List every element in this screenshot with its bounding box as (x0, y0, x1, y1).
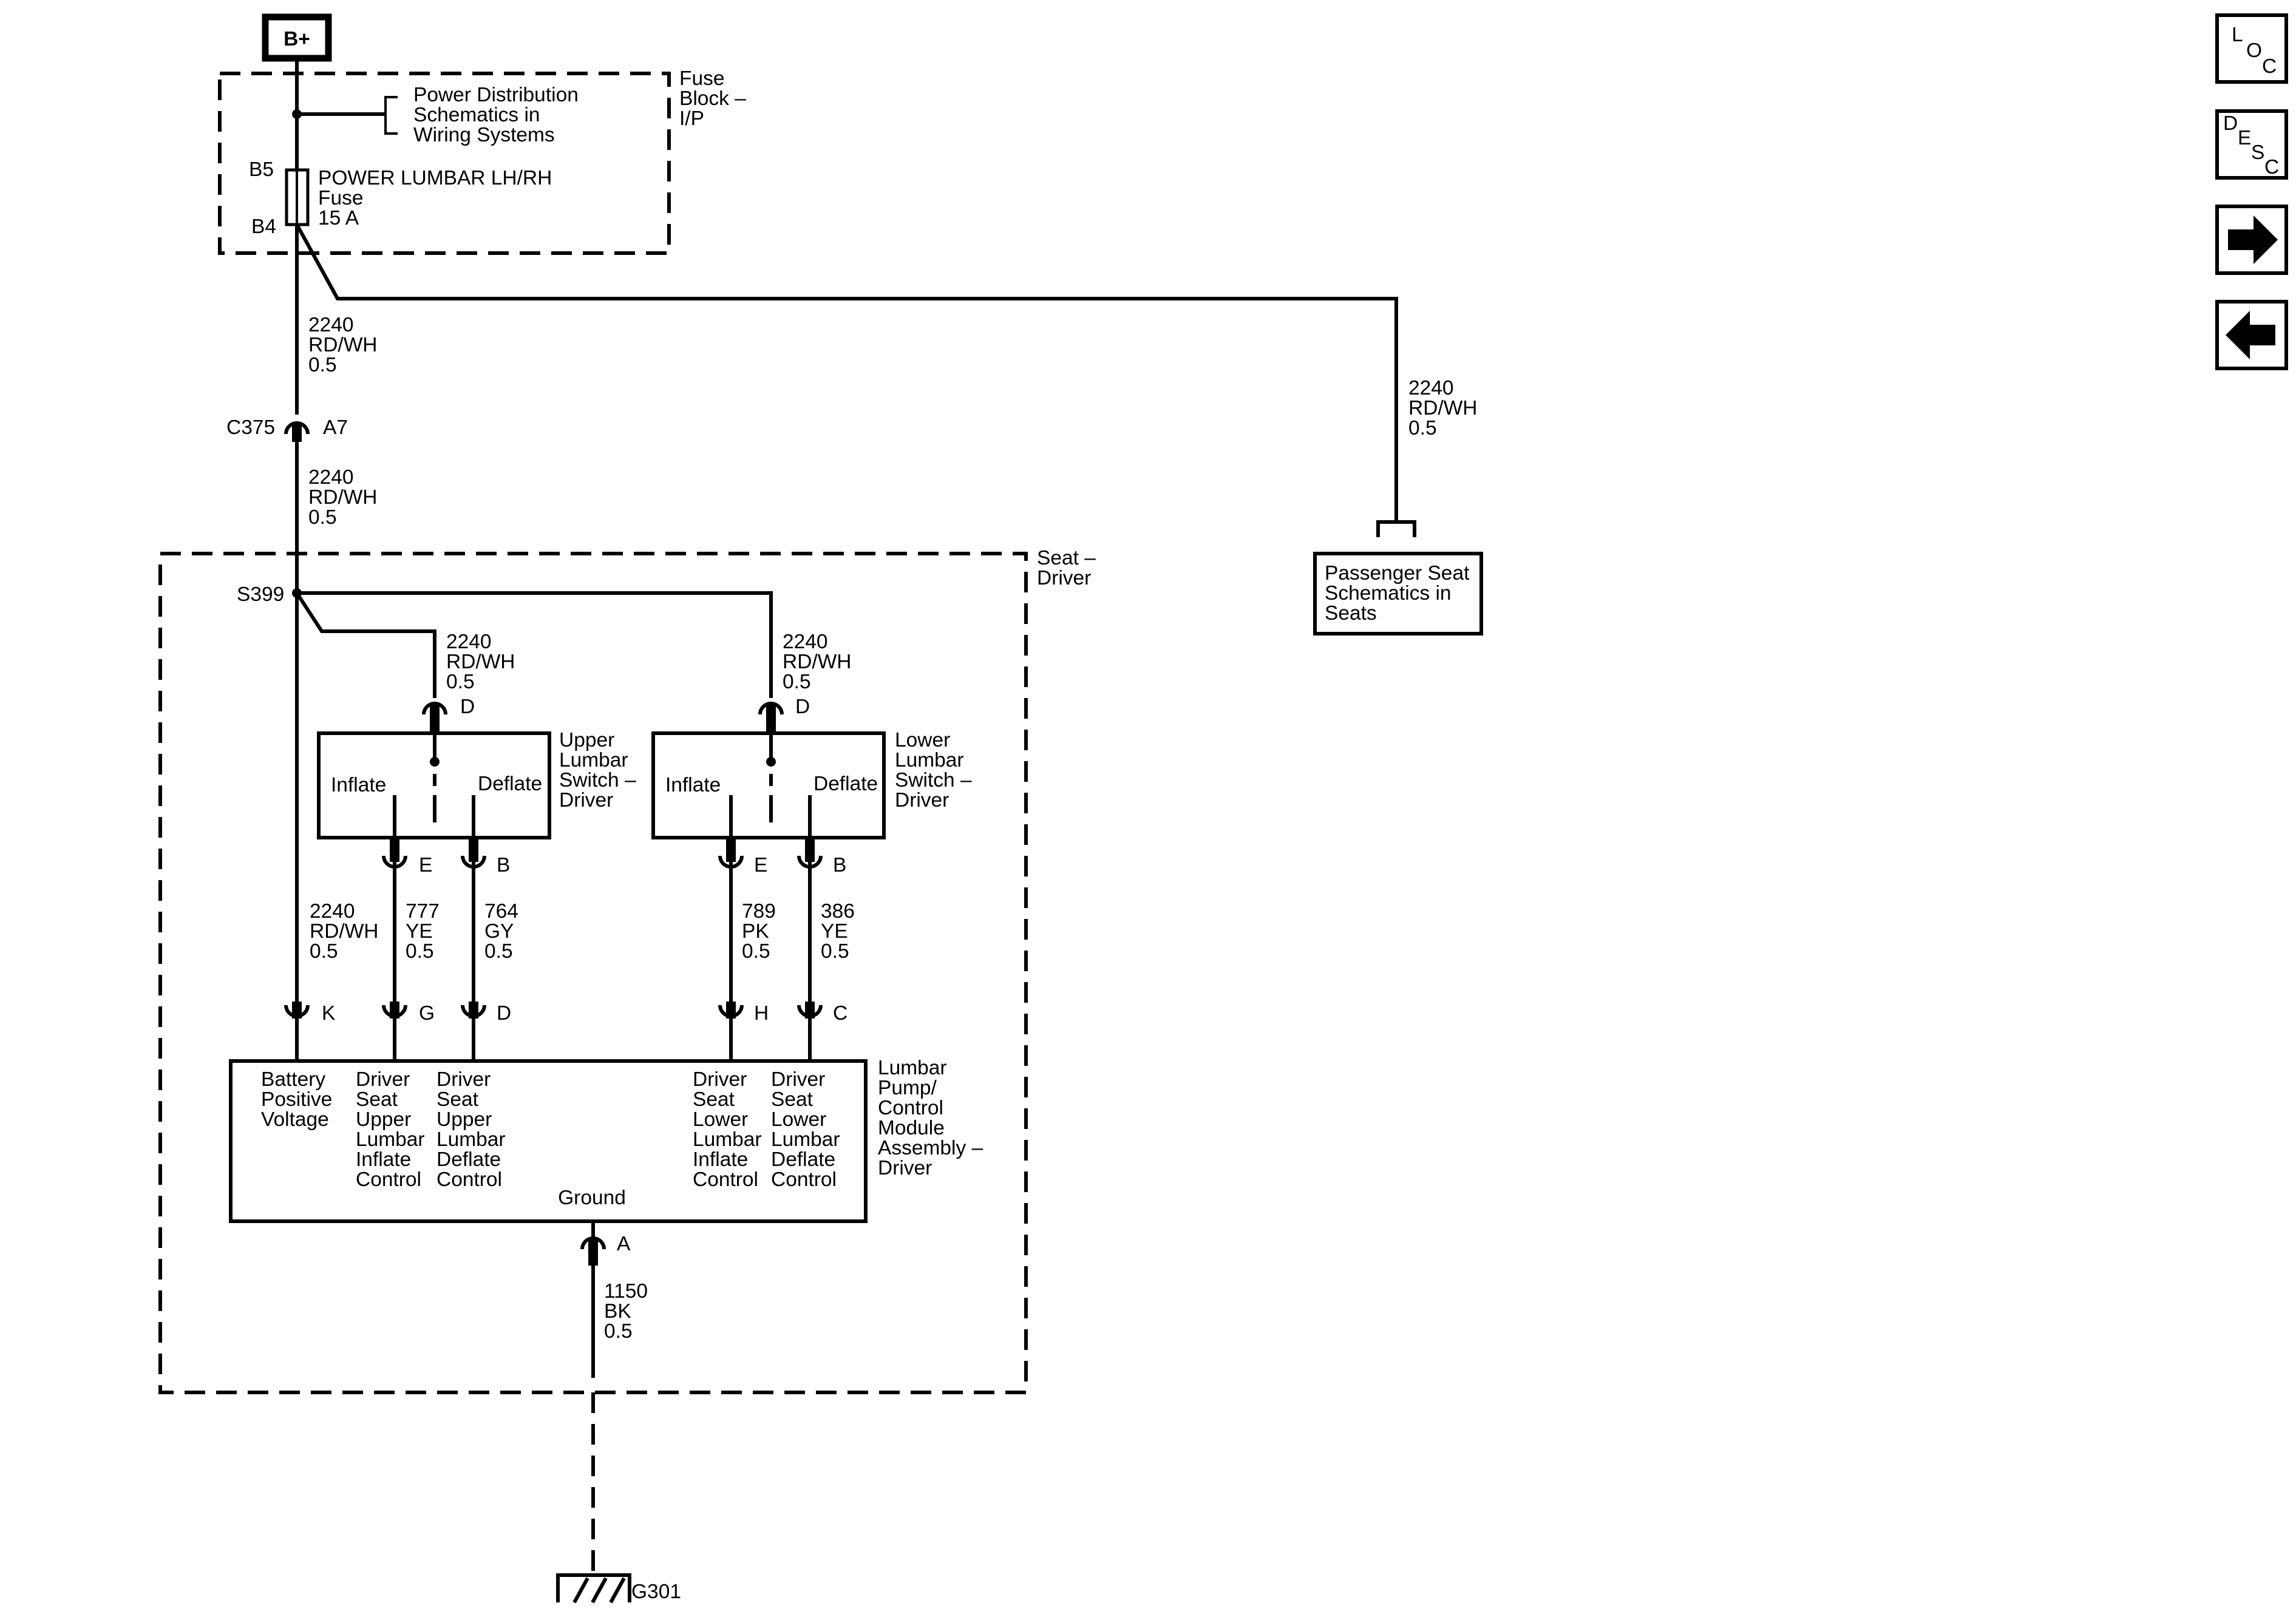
arrow-left-icon (2226, 311, 2275, 359)
fuse-out-pin: B4 (251, 215, 276, 238)
upper-switch-pin-d: D (460, 696, 475, 718)
fuse-label: POWER LUMBAR LH/RH Fuse 15 A (318, 167, 558, 229)
upper-switch-name: Upper Lumbar Switch – Driver (559, 729, 642, 812)
svg-text:G: G (419, 1002, 435, 1025)
svg-text:E: E (2238, 127, 2251, 149)
module-pin-lower-deflate-control: Driver Seat Lower Lumbar Deflate Control (771, 1068, 846, 1191)
lower-switch-inflate: Inflate (665, 774, 721, 796)
upper-switch-pin-e: E (419, 854, 432, 876)
lumbar-pump-control-module[interactable] (229, 1059, 868, 1223)
lower-switch-pin-d: D (795, 696, 810, 718)
svg-text:O: O (2246, 39, 2262, 62)
connector-c375-label: C375 (226, 416, 275, 439)
lower-lumbar-switch[interactable] (651, 731, 886, 839)
next-button[interactable] (2215, 205, 2288, 275)
lower-switch-name: Lower Lumbar Switch – Driver (895, 729, 977, 812)
svg-text:C: C (833, 1002, 847, 1025)
lower-switch-deflate: Deflate (813, 773, 878, 795)
module-ground-label: Ground (558, 1187, 626, 1209)
module-connector-c: C (797, 1002, 847, 1061)
wire-label-module-feed: 2240 RD/WH 0.5 (310, 900, 384, 963)
module-connector-a (580, 1236, 606, 1250)
wire-label-lower-switch-feed: 2240 RD/WH 0.5 (783, 631, 857, 693)
passenger-seat-reference-text: Passenger Seat Schematics in Seats (1325, 562, 1475, 625)
svg-text:L: L (2232, 24, 2243, 46)
svg-text:K: K (322, 1002, 335, 1025)
fuse-block-name: Fuse Block – I/P (679, 67, 752, 130)
module-name: Lumbar Pump/ Control Module Assembly – D… (878, 1057, 988, 1179)
fuse-block-outline (218, 72, 671, 255)
arrow-right-icon (2228, 215, 2278, 264)
module-connector-d: D (461, 1002, 511, 1061)
module-connector-g: G (382, 1002, 435, 1061)
svg-text:D: D (497, 1002, 511, 1025)
wire-label-feed-mid: 2240 RD/WH 0.5 (308, 466, 383, 529)
prev-button[interactable] (2215, 300, 2288, 370)
lower-switch-pin-b: B (833, 854, 846, 876)
module-pin-upper-inflate-control: Driver Seat Upper Lumbar Inflate Control (356, 1068, 430, 1191)
splice-s399-label: S399 (237, 583, 284, 606)
upper-switch-pin-b: B (497, 854, 510, 876)
svg-text:D: D (2223, 112, 2238, 135)
module-pin-lower-inflate-control: Driver Seat Lower Lumbar Inflate Control (693, 1068, 767, 1191)
connector-c375 (284, 421, 310, 435)
wire-label-lower-inflate: 789 PK 0.5 (742, 900, 781, 963)
module-connector-k: K (284, 1002, 335, 1061)
desc-button[interactable]: D E S C (2215, 109, 2288, 180)
module-connector-h: H (718, 1002, 769, 1061)
power-distribution-reference: Power Distribution Schematics in Wiring … (413, 84, 584, 146)
wire-label-upper-switch-feed: 2240 RD/WH 0.5 (446, 631, 521, 693)
lower-switch-pin-e: E (754, 854, 767, 876)
svg-text:H: H (754, 1002, 769, 1025)
upper-switch-inflate: Inflate (331, 774, 386, 796)
wire-label-lower-deflate: 386 YE 0.5 (821, 900, 860, 963)
svg-text:C: C (2264, 156, 2279, 178)
passenger-seat-reference[interactable] (1313, 552, 1483, 636)
power-source-label: B+ (284, 28, 310, 50)
module-pin-upper-deflate-control: Driver Seat Upper Lumbar Deflate Control (436, 1068, 511, 1191)
power-source: B+ (262, 13, 332, 62)
seat-driver-label: Seat – Driver (1037, 547, 1101, 589)
wire-label-passenger: 2240 RD/WH 0.5 (1408, 377, 1483, 439)
connector-c375-pin: A7 (323, 416, 348, 439)
module-pin-battery-positive-voltage: Battery Positive Voltage (261, 1068, 338, 1131)
ground-symbol-g301: G301 (556, 1573, 681, 1604)
svg-text:C: C (2262, 55, 2277, 78)
fuse-in-pin: B5 (249, 158, 274, 181)
wire-label-ground: 1150 BK 0.5 (604, 1280, 653, 1343)
svg-text:S: S (2251, 141, 2264, 164)
wire-label-upper-inflate: 777 YE 0.5 (406, 900, 445, 963)
upper-switch-deflate: Deflate (478, 773, 542, 795)
loc-button[interactable]: L O C (2215, 13, 2288, 84)
module-pin-a: A (617, 1233, 631, 1255)
wire-label-upper-deflate: 764 GY 0.5 (484, 900, 524, 963)
ground-label: G301 (631, 1581, 681, 1603)
wire-label-feed-top: 2240 RD/WH 0.5 (308, 314, 383, 376)
